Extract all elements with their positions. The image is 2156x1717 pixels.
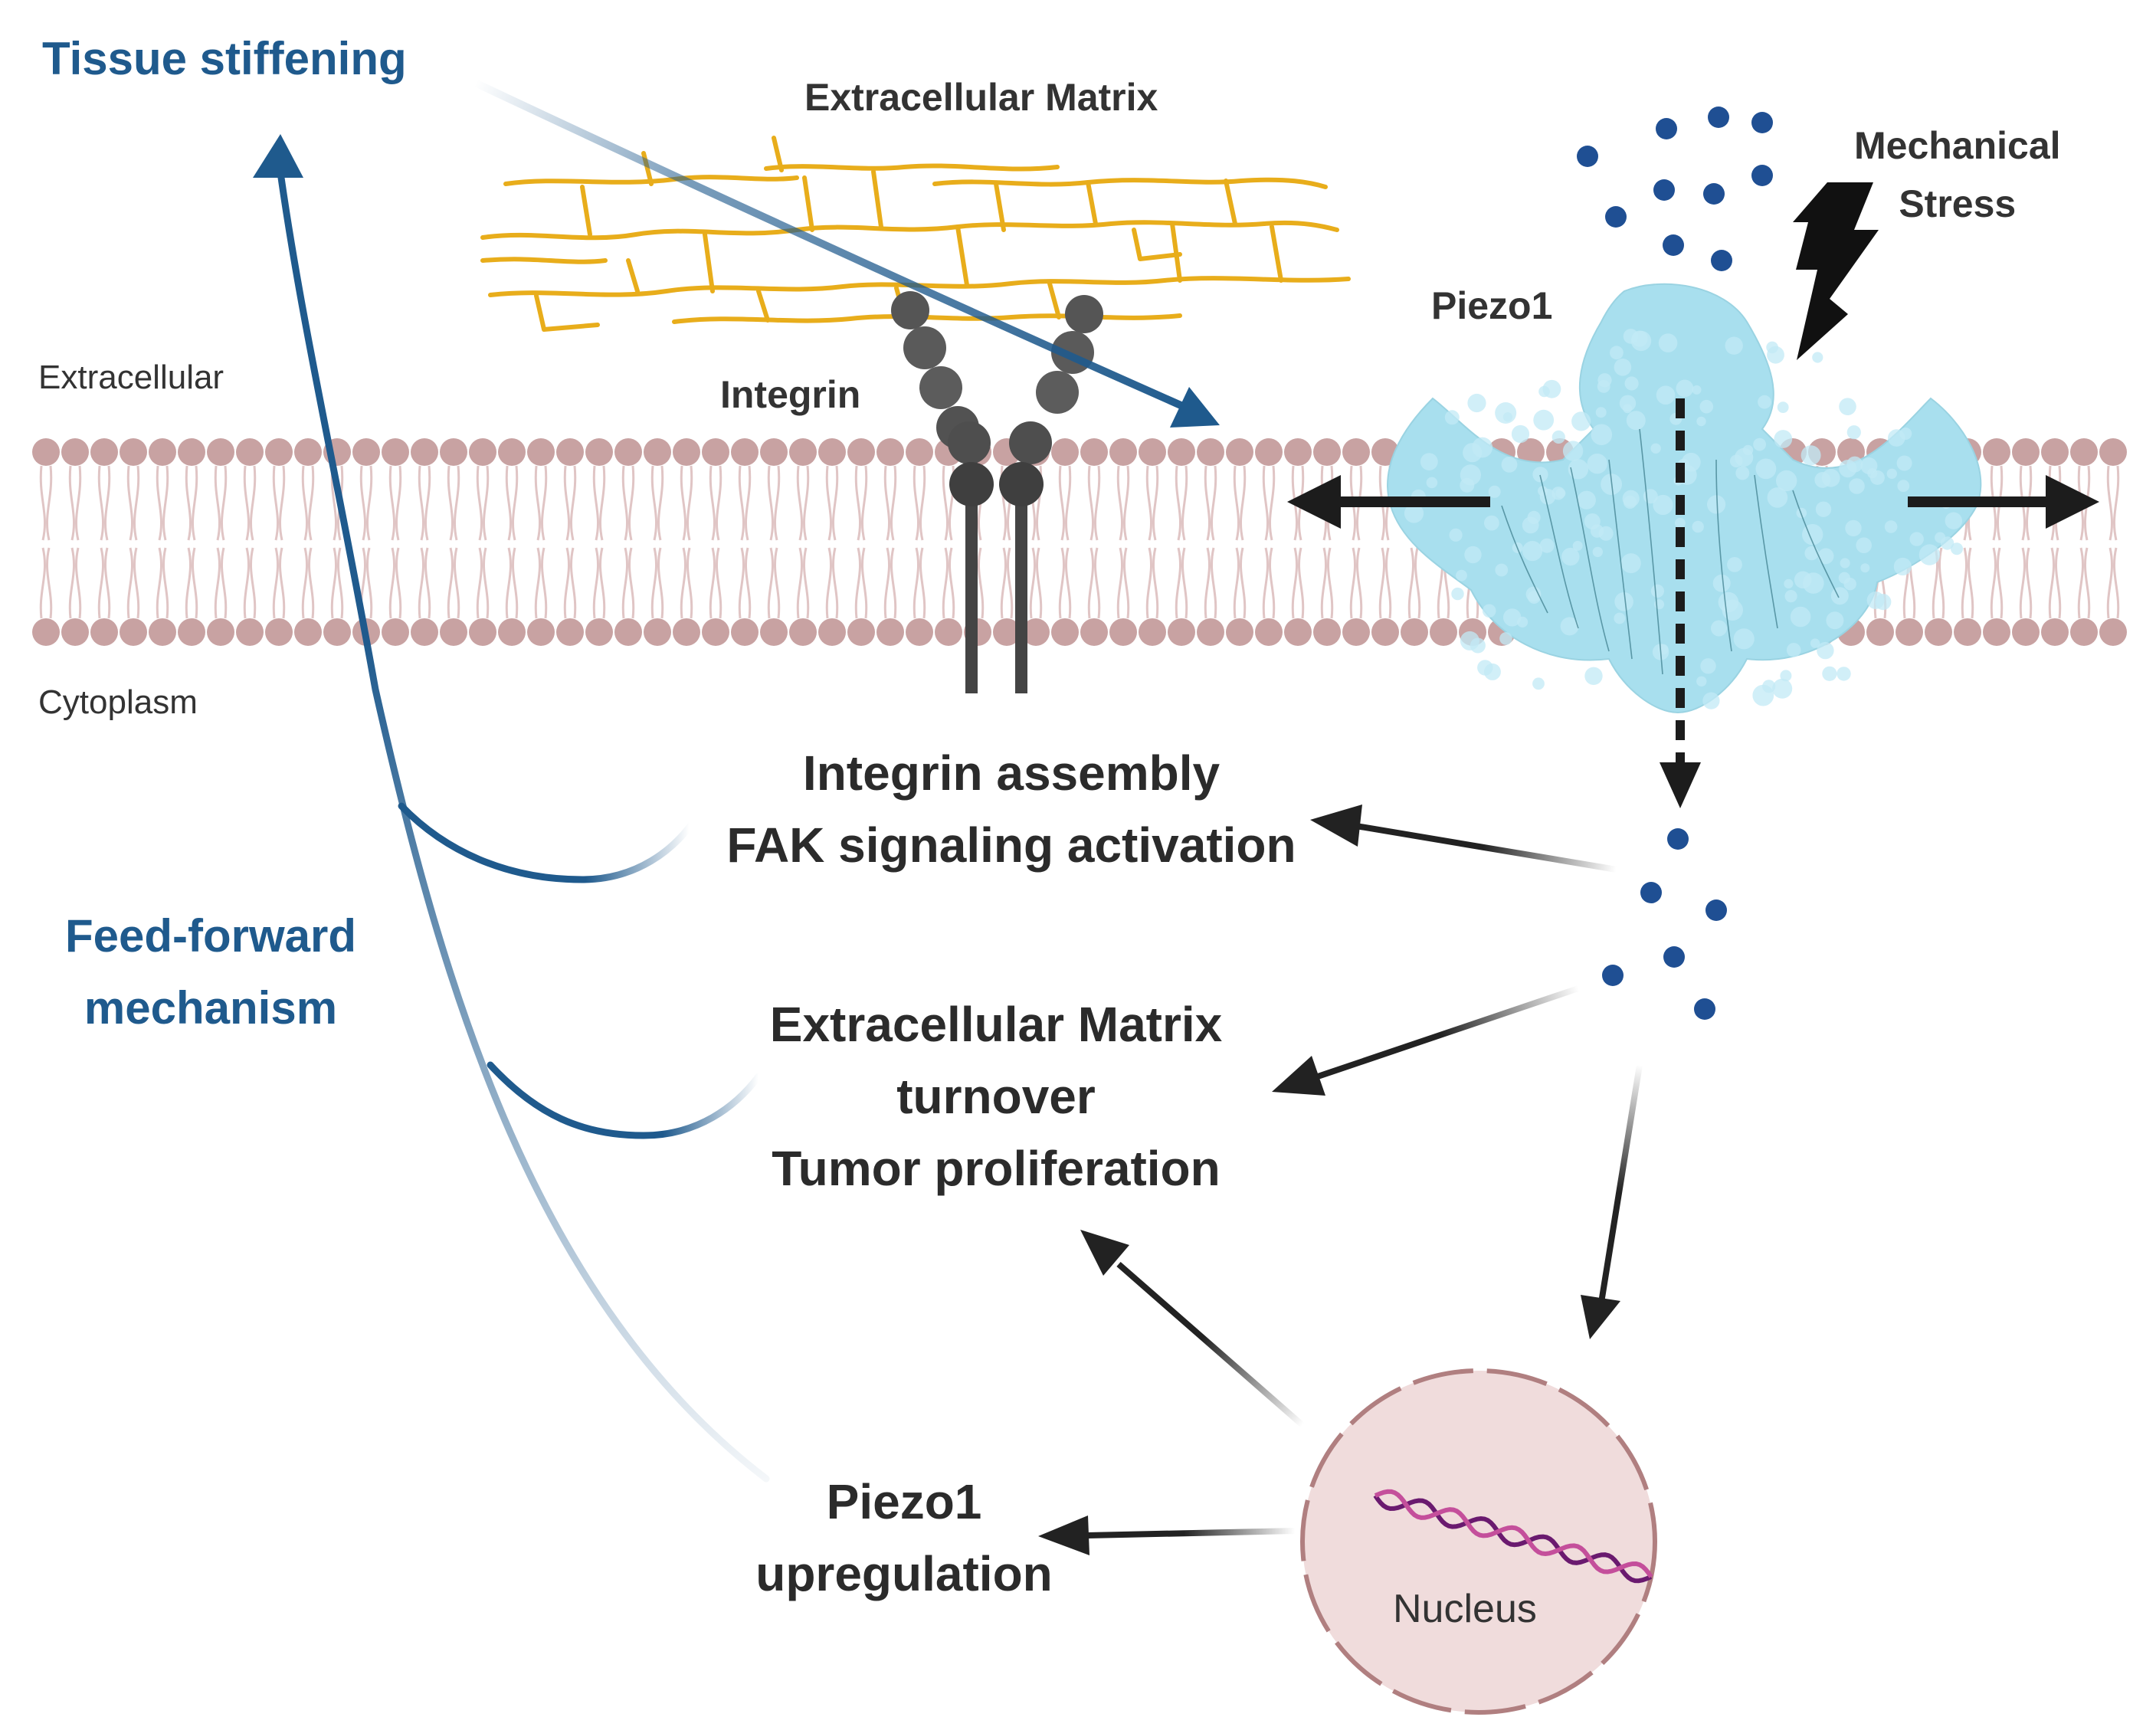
signaling-arrows	[1038, 804, 1643, 1555]
piezo1-upregulation-outcome: Piezo1 upregulation	[755, 1474, 1053, 1601]
integrin-fak-outcome: Integrin assembly FAK signaling activati…	[726, 745, 1296, 873]
intracellular-ions	[1602, 828, 1727, 1020]
cytoplasm-region-label: Cytoplasm	[38, 683, 198, 721]
integrin-label: Integrin	[720, 373, 861, 416]
extracellular-ions	[1577, 106, 1773, 271]
nucleus	[1300, 1368, 1657, 1715]
dna-helix-icon	[1373, 1489, 1653, 1584]
extracellular-matrix-label: Extracellular Matrix	[804, 76, 1158, 119]
tissue-stiffening-arrow	[471, 79, 1220, 428]
nucleus-label: Nucleus	[1393, 1587, 1537, 1631]
extracellular-region-label: Extracellular	[38, 359, 224, 396]
ion-influx-arrow	[1660, 398, 1701, 808]
feed-forward-label: Feed-forward mechanism	[64, 910, 357, 1034]
mechanical-stress-label: Mechanical Stress	[1854, 124, 2061, 225]
membrane-tension-arrows	[1287, 475, 2099, 529]
tissue-stiffening-label: Tissue stiffening	[42, 33, 407, 84]
feed-forward-loop-arrow	[253, 134, 770, 1483]
piezo1-label: Piezo1	[1431, 284, 1553, 327]
ecm-turnover-outcome: Extracellular Matrix turnover Tumor prol…	[769, 997, 1223, 1196]
integrin-receptor	[891, 291, 1103, 693]
lightning-bolt-icon	[1793, 182, 1879, 360]
